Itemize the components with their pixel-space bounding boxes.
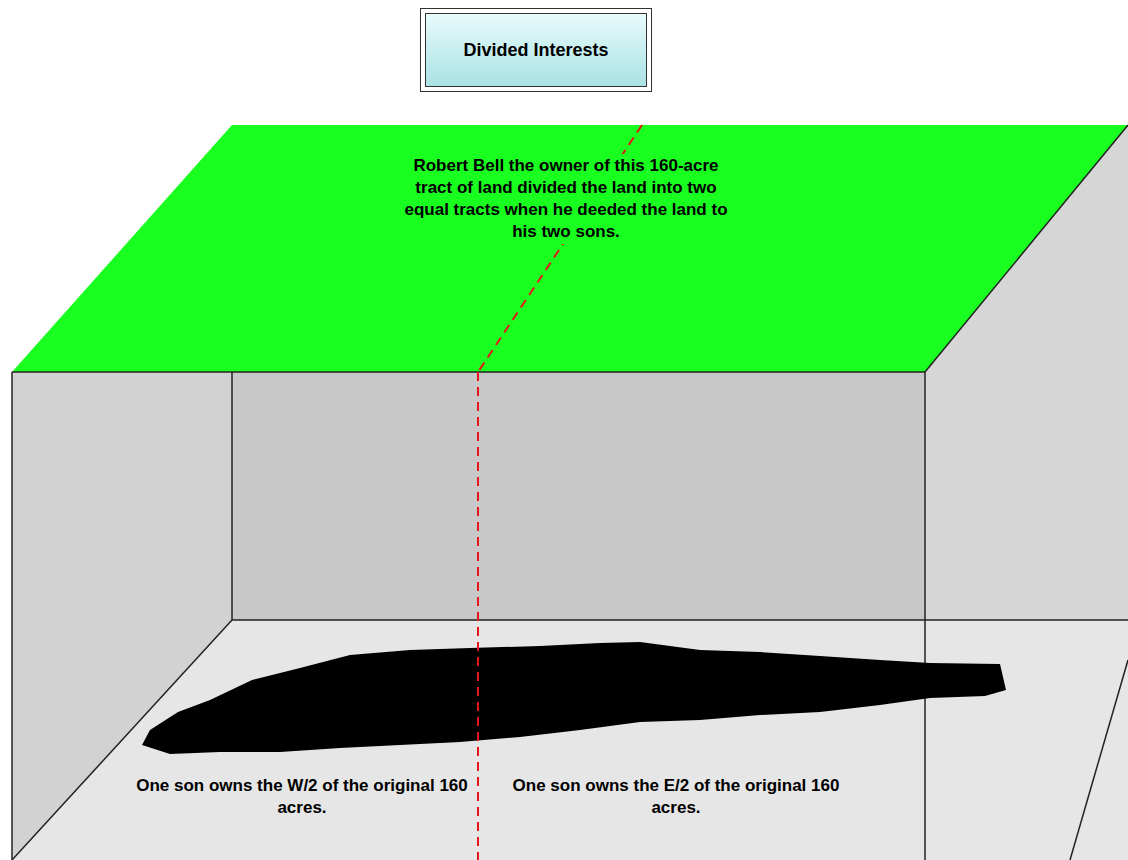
description-note: Robert Bell the owner of this 160-acre t… <box>391 154 741 244</box>
mineral-deposit <box>142 642 1006 754</box>
title-frame: Divided Interests <box>420 8 652 92</box>
diagram-title: Divided Interests <box>463 40 608 61</box>
tract-label: One son owns the E/2 of the original 160… <box>484 774 868 820</box>
tract-label: One son owns the W/2 of the original 160… <box>127 774 477 820</box>
title-box: Divided Interests <box>425 13 647 87</box>
right-floor <box>925 620 1128 860</box>
surface-top <box>12 125 1128 372</box>
block-edges <box>12 125 1128 860</box>
